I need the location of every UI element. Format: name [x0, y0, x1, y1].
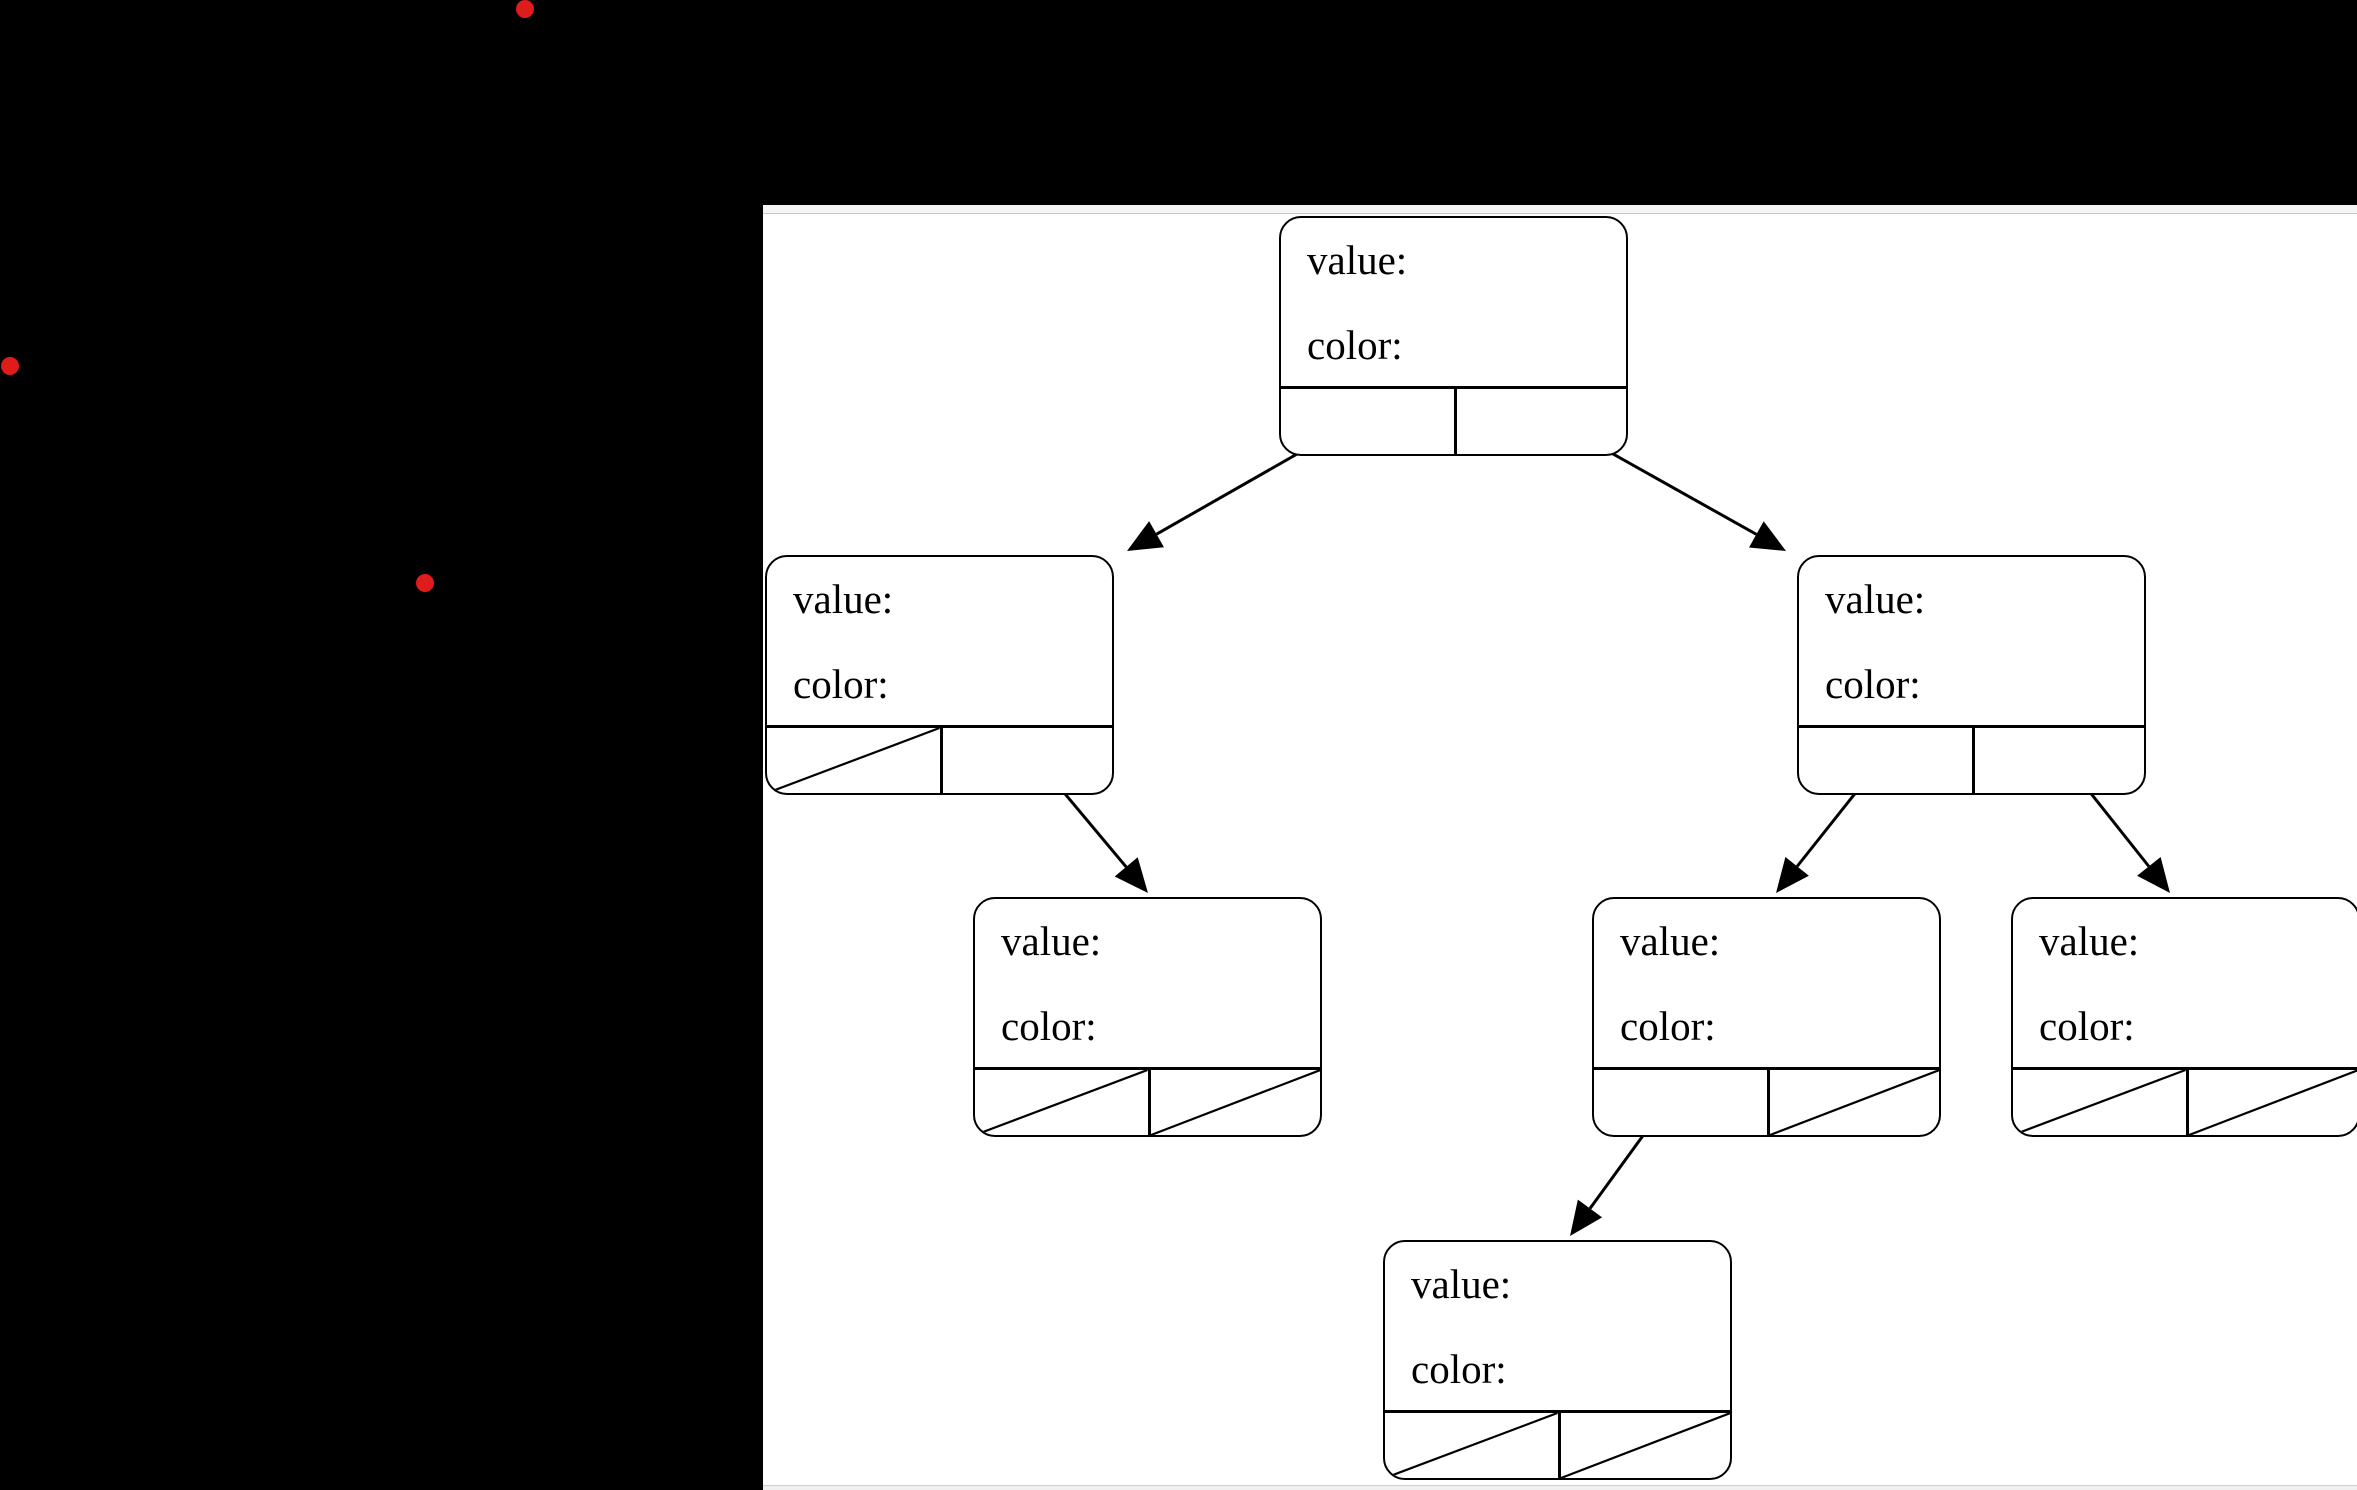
canvas-top-chrome-bar: [763, 205, 2357, 214]
node-right-pointer-cell[interactable]: [2185, 1070, 2357, 1135]
tree-node-root[interactable]: value: color:: [1279, 216, 1628, 456]
node-fields: value: color:: [767, 557, 1112, 729]
marker-dot-top: [516, 0, 534, 18]
node-left-pointer-cell[interactable]: [1799, 728, 1972, 793]
node-pointer-bar: [1799, 725, 2144, 793]
edge-arrowhead-icon: [2137, 857, 2170, 893]
node-fields: value: color:: [2013, 899, 2357, 1071]
node-pointer-bar: [975, 1067, 1320, 1135]
node-fields: value: color:: [1281, 218, 1626, 390]
null-pointer-slash-icon: [2189, 1070, 2357, 1135]
marker-dot-middle: [416, 574, 434, 592]
tree-node-level1-right[interactable]: value: color:: [1797, 555, 2146, 795]
node-fields: value: color:: [1385, 1242, 1730, 1414]
node-left-pointer-cell[interactable]: [1281, 389, 1454, 454]
node-color-field: color:: [1307, 322, 1403, 368]
node-color-field: color:: [1411, 1346, 1507, 1392]
tree-node-level1-left[interactable]: value: color:: [765, 555, 1114, 795]
null-pointer-slash-icon: [1151, 1070, 1321, 1135]
node-right-pointer-cell[interactable]: [1766, 1070, 1940, 1135]
null-pointer-slash-icon: [1770, 1070, 1940, 1135]
null-pointer-slash-icon: [975, 1070, 1148, 1135]
node-color-field: color:: [1001, 1003, 1097, 1049]
edge-arrowhead-icon: [1127, 521, 1164, 551]
node-pointer-bar: [1385, 1410, 1730, 1478]
edge-arrowhead-icon: [1776, 857, 1809, 893]
node-fields: value: color:: [1594, 899, 1939, 1071]
node-value-field: value:: [1620, 918, 1721, 964]
node-left-pointer-cell[interactable]: [1385, 1413, 1558, 1478]
node-pointer-bar: [1281, 386, 1626, 454]
edge-arrowhead-icon: [1749, 521, 1786, 551]
node-pointer-bar: [2013, 1067, 2357, 1135]
marker-dot-left: [1, 357, 19, 375]
node-color-field: color:: [793, 661, 889, 707]
node-color-field: color:: [1825, 661, 1921, 707]
canvas-bottom-chrome-bar: [763, 1485, 2357, 1490]
node-right-pointer-cell[interactable]: [1557, 1413, 1731, 1478]
node-left-pointer-cell[interactable]: [2013, 1070, 2186, 1135]
node-left-pointer-cell[interactable]: [767, 728, 940, 793]
node-pointer-bar: [767, 725, 1112, 793]
edge-arrowhead-icon: [1114, 857, 1148, 893]
tree-node-level3-a[interactable]: value: color:: [1383, 1240, 1732, 1480]
tree-node-level2-b[interactable]: value: color:: [1592, 897, 1941, 1137]
node-color-field: color:: [1620, 1003, 1716, 1049]
node-right-pointer-cell[interactable]: [1147, 1070, 1321, 1135]
null-pointer-slash-icon: [767, 728, 940, 793]
node-right-pointer-cell[interactable]: [1971, 728, 2145, 793]
null-pointer-slash-icon: [1385, 1413, 1558, 1478]
node-value-field: value:: [793, 576, 894, 622]
node-left-pointer-cell[interactable]: [1594, 1070, 1767, 1135]
null-pointer-slash-icon: [2013, 1070, 2186, 1135]
node-value-field: value:: [1307, 237, 1408, 283]
node-pointer-bar: [1594, 1067, 1939, 1135]
node-fields: value: color:: [1799, 557, 2144, 729]
node-value-field: value:: [1825, 576, 1926, 622]
node-value-field: value:: [1001, 918, 1102, 964]
tree-node-level2-c[interactable]: value: color:: [2011, 897, 2357, 1137]
diagram-canvas-panel[interactable]: value:color:value:color:value:color:valu…: [763, 205, 2357, 1490]
tree-node-level2-a[interactable]: value: color:: [973, 897, 1322, 1137]
node-fields: value: color:: [975, 899, 1320, 1071]
null-pointer-slash-icon: [1561, 1413, 1731, 1478]
node-right-pointer-cell[interactable]: [939, 728, 1113, 793]
node-left-pointer-cell[interactable]: [975, 1070, 1148, 1135]
node-right-pointer-cell[interactable]: [1453, 389, 1627, 454]
node-color-field: color:: [2039, 1003, 2135, 1049]
node-value-field: value:: [1411, 1261, 1512, 1307]
node-value-field: value:: [2039, 918, 2140, 964]
edge-arrowhead-icon: [1570, 1199, 1603, 1236]
